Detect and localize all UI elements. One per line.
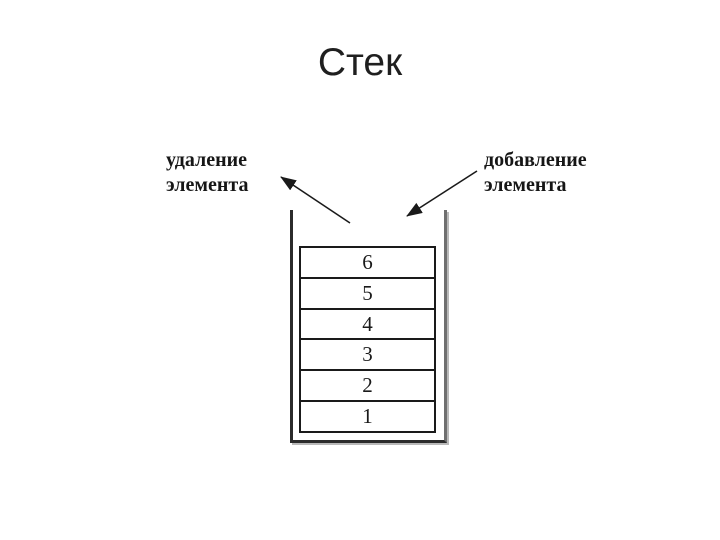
push-label-line2: элемента	[484, 174, 567, 196]
stack: 6 5 4 3 2 1	[299, 246, 436, 433]
stack-cell: 2	[301, 371, 434, 403]
stack-cell: 3	[301, 340, 434, 372]
stack-cell: 1	[362, 404, 373, 429]
stack-cell: 5	[301, 279, 434, 310]
stack-container	[290, 210, 447, 443]
pop-label-line1: удаление	[166, 149, 248, 171]
push-label-line1: добавление	[484, 149, 587, 171]
pop-label-line2: элемента	[166, 174, 249, 196]
stack-cell: 6	[301, 248, 434, 279]
stack-cell: 4	[301, 310, 434, 341]
pop-label: удаление элемента	[166, 148, 248, 198]
slide-title: Стек	[317, 41, 403, 84]
push-label: добавление элемента	[484, 148, 587, 198]
